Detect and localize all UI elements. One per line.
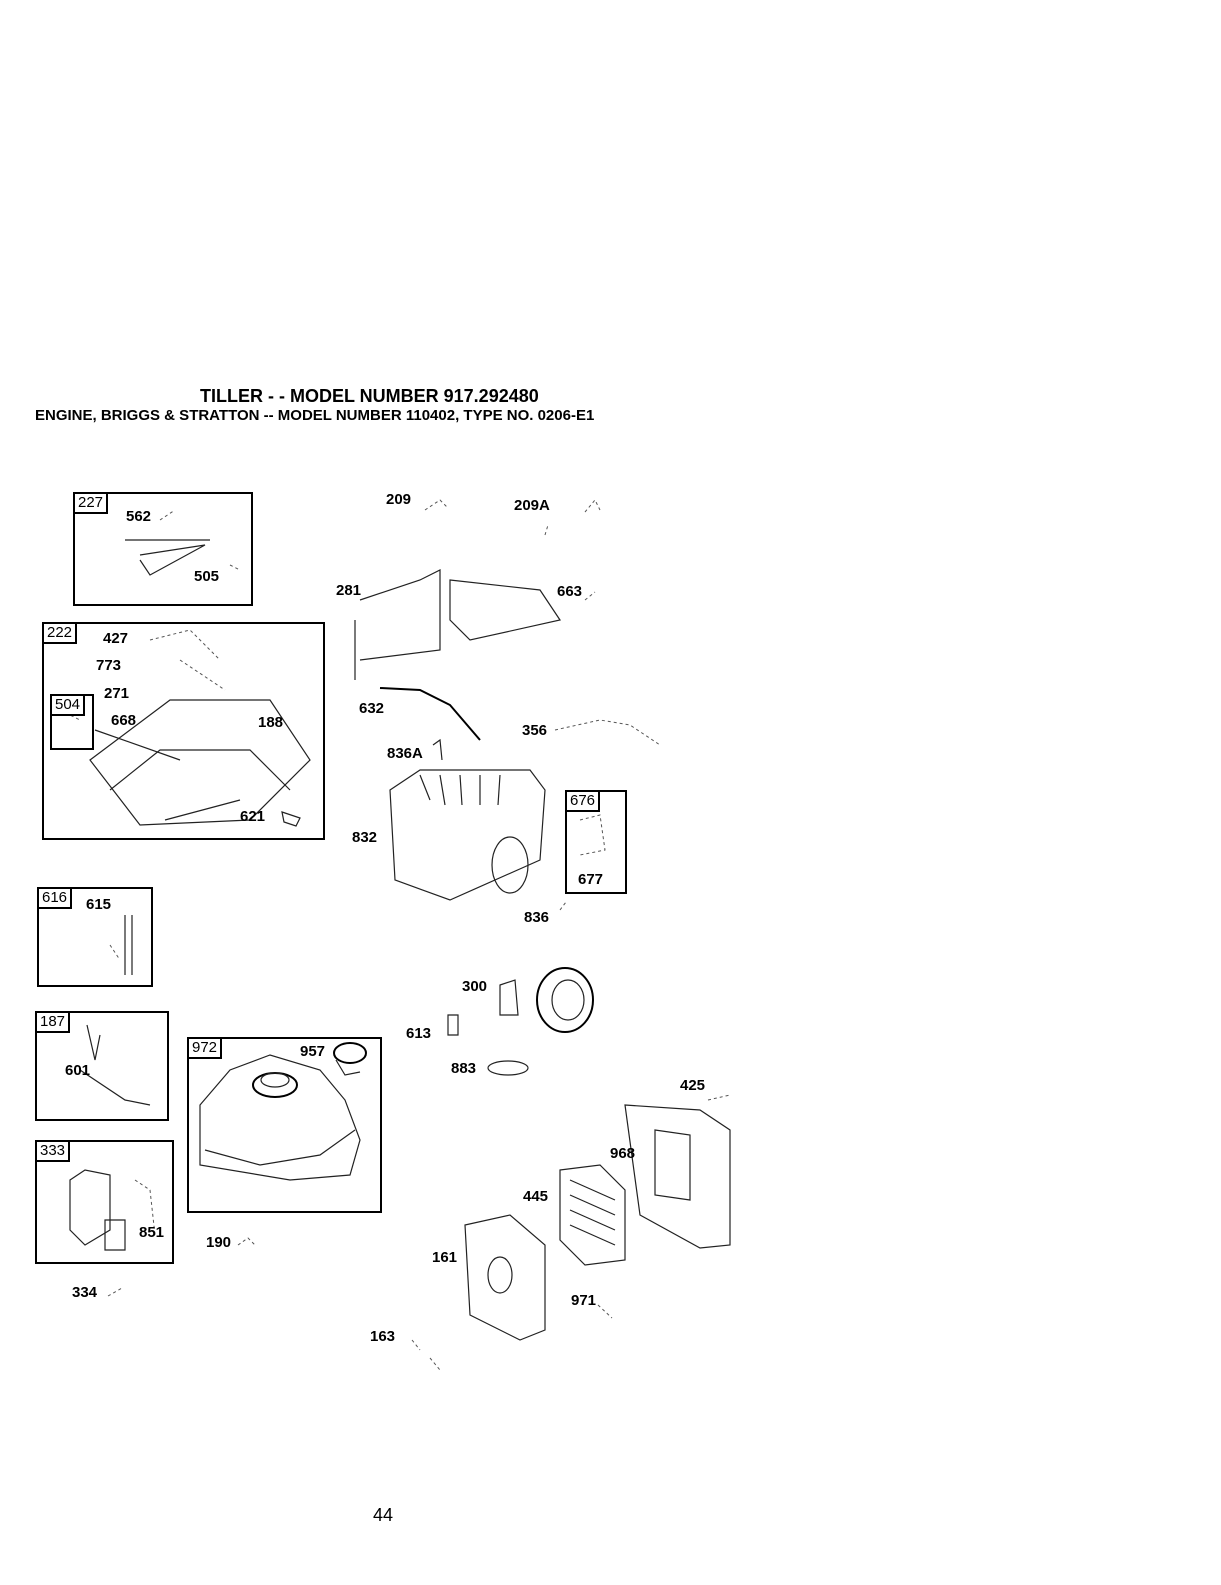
box-676-tag: 676 bbox=[567, 792, 600, 812]
part-663: 663 bbox=[557, 583, 582, 600]
part-334: 334 bbox=[72, 1284, 97, 1301]
part-677: 677 bbox=[578, 871, 603, 888]
box-187-tag: 187 bbox=[37, 1013, 70, 1033]
part-968: 968 bbox=[610, 1145, 635, 1162]
part-427: 427 bbox=[103, 630, 128, 647]
box-504: 504 bbox=[50, 694, 94, 750]
box-333: 333 bbox=[35, 1140, 174, 1264]
box-333-tag: 333 bbox=[37, 1142, 70, 1162]
box-504-tag: 504 bbox=[52, 696, 85, 716]
part-836A: 836A bbox=[387, 745, 423, 762]
part-190: 190 bbox=[206, 1234, 231, 1251]
part-163: 163 bbox=[370, 1328, 395, 1345]
part-883: 883 bbox=[451, 1060, 476, 1077]
part-161: 161 bbox=[432, 1249, 457, 1266]
part-836: 836 bbox=[524, 909, 549, 926]
part-425: 425 bbox=[680, 1077, 705, 1094]
part-632: 632 bbox=[359, 700, 384, 717]
part-773: 773 bbox=[96, 657, 121, 674]
part-209A: 209A bbox=[514, 497, 550, 514]
part-562: 562 bbox=[126, 508, 151, 525]
part-505: 505 bbox=[194, 568, 219, 585]
part-613: 613 bbox=[406, 1025, 431, 1042]
part-300: 300 bbox=[462, 978, 487, 995]
box-616-tag: 616 bbox=[39, 889, 72, 909]
part-971: 971 bbox=[571, 1292, 596, 1309]
box-187: 187 bbox=[35, 1011, 169, 1121]
part-188: 188 bbox=[258, 714, 283, 731]
part-832: 832 bbox=[352, 829, 377, 846]
part-601: 601 bbox=[65, 1062, 90, 1079]
part-445: 445 bbox=[523, 1188, 548, 1205]
part-851: 851 bbox=[139, 1224, 164, 1241]
part-668: 668 bbox=[111, 712, 136, 729]
part-209: 209 bbox=[386, 491, 411, 508]
part-271: 271 bbox=[104, 685, 129, 702]
part-621: 621 bbox=[240, 808, 265, 825]
part-356: 356 bbox=[522, 722, 547, 739]
part-957: 957 bbox=[300, 1043, 325, 1060]
box-972: 972 bbox=[187, 1037, 382, 1213]
part-281: 281 bbox=[336, 582, 361, 599]
box-227: 227 bbox=[73, 492, 253, 606]
box-222-tag: 222 bbox=[44, 624, 77, 644]
part-615: 615 bbox=[86, 896, 111, 913]
box-227-tag: 227 bbox=[75, 494, 108, 514]
page-number: 44 bbox=[373, 1505, 393, 1526]
box-972-tag: 972 bbox=[189, 1039, 222, 1059]
